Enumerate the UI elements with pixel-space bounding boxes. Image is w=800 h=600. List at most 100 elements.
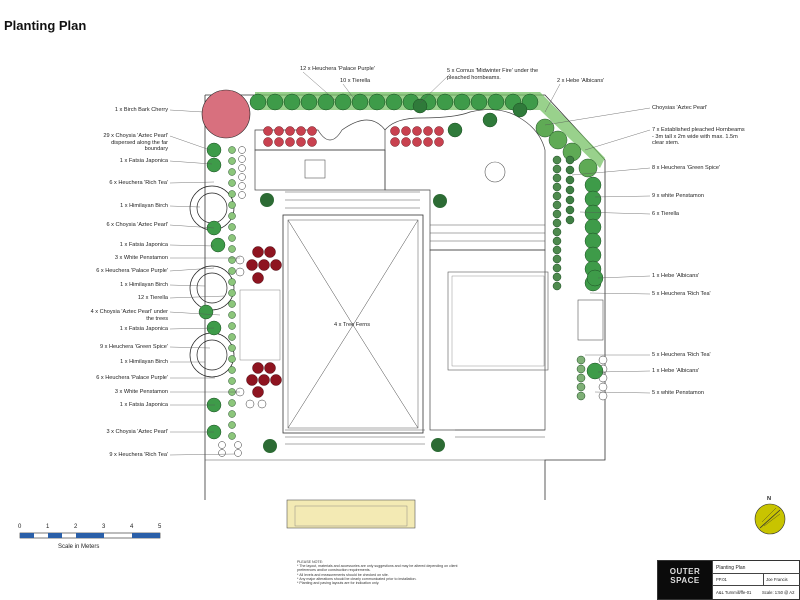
tierella-symbol bbox=[228, 344, 236, 352]
heuchera-symbol bbox=[552, 218, 562, 228]
lower-terrace bbox=[429, 249, 546, 431]
plant-label-left: 9 x Heuchera 'Green Spice' bbox=[99, 344, 168, 350]
drawing-scale: Scale: 1:50 @ A2 bbox=[762, 590, 795, 595]
plant-label-right: 8 x Heuchera 'Green Spice' bbox=[652, 165, 721, 171]
heuchera-rich-tea-symbol bbox=[234, 449, 242, 457]
small-planter bbox=[304, 159, 326, 179]
side-bench bbox=[577, 299, 604, 341]
leader-line bbox=[169, 295, 226, 299]
heuchera-green-spice-symbol bbox=[565, 205, 575, 215]
scale-tick-0: 0 bbox=[18, 524, 22, 530]
heuchera-palace-purple-symbol bbox=[252, 246, 264, 258]
heuchera-palace-purple-symbol bbox=[270, 259, 282, 271]
leader-line bbox=[594, 391, 651, 394]
north-arrow bbox=[754, 503, 786, 535]
plant-label-right: 7 x Established pleached Hornbeams - 3m … bbox=[652, 127, 745, 146]
heuchera-palace-purple-symbol bbox=[252, 386, 264, 398]
heuchera-palace-purple-symbol bbox=[246, 374, 258, 386]
tierella-symbol bbox=[228, 333, 236, 341]
plant-label-left: 1 x Fatsia Japonica bbox=[119, 242, 168, 248]
choysia-symbol bbox=[198, 304, 214, 320]
project-ref: A&L Turnmill/ffe-01 bbox=[716, 590, 752, 595]
choysia-symbol bbox=[317, 93, 335, 111]
hornbeam-symbol bbox=[535, 118, 555, 138]
plant-label-left: 29 x Choysia 'Aztec Pearl' dispersed alo… bbox=[103, 133, 168, 152]
heuchera-symbol bbox=[576, 391, 586, 401]
heuchera-purple-symbol bbox=[285, 126, 295, 136]
leader-line bbox=[169, 311, 221, 316]
heuchera-palace-purple-symbol bbox=[270, 374, 282, 386]
heuchera-rich-tea-symbol bbox=[234, 441, 242, 449]
choysia-symbol bbox=[584, 218, 602, 236]
plant-label-left: 6 x Choysia 'Aztec Pearl' bbox=[106, 222, 168, 228]
heuchera-purple-symbol bbox=[307, 126, 317, 136]
heuchera-purple-symbol bbox=[307, 137, 317, 147]
leader-line bbox=[584, 129, 651, 151]
page-title: Planting Plan bbox=[4, 18, 87, 33]
heuchera-rich-tea-symbol bbox=[238, 155, 246, 163]
plant-label-right: Choysias 'Aztec Pearl' bbox=[652, 105, 708, 111]
choysia-symbol bbox=[283, 93, 301, 111]
leader-line bbox=[169, 224, 215, 229]
plant-label-right: 9 x white Penstamon bbox=[652, 193, 704, 199]
tierella-symbol bbox=[228, 267, 236, 275]
plant-label-right: 1 x Hebe 'Albicans' bbox=[652, 273, 700, 279]
tierella-symbol bbox=[228, 432, 236, 440]
north-label: N bbox=[767, 496, 772, 502]
leader-line bbox=[169, 284, 206, 287]
leader-line bbox=[579, 211, 651, 215]
heuchera-rich-tea-symbol bbox=[238, 146, 246, 154]
choysia-symbol bbox=[368, 93, 386, 111]
choysia-symbol bbox=[453, 93, 471, 111]
plant-label-top: 12 x Heuchera 'Palace Purple' bbox=[300, 66, 375, 72]
birch-bark-cherry bbox=[201, 89, 251, 139]
heuchera-symbol bbox=[552, 236, 562, 246]
notes-line: * Planting and paving layouts are for in… bbox=[297, 581, 380, 586]
leader-line bbox=[169, 181, 215, 184]
heuchera-green-spice-symbol bbox=[565, 215, 575, 225]
heuchera-rich-tea-symbol bbox=[238, 164, 246, 172]
scale-tick-3: 3 bbox=[102, 524, 106, 530]
leader-line bbox=[597, 370, 651, 373]
plant-label-left: 6 x Heuchera 'Rich Tea' bbox=[109, 180, 168, 186]
heuchera-symbol bbox=[552, 263, 562, 273]
heuchera-symbol bbox=[552, 155, 562, 165]
leader-line bbox=[342, 83, 356, 101]
heuchera-symbol bbox=[552, 200, 562, 210]
scale-tick-4: 4 bbox=[130, 524, 134, 530]
plant-label-left: 1 x Fatsia Japonica bbox=[119, 326, 168, 332]
heuchera-rich-tea-symbol bbox=[218, 449, 226, 457]
penstemon-symbol bbox=[257, 399, 267, 409]
penstemon-symbol bbox=[598, 382, 608, 392]
notes-block: PLEASE NOTE: * The layout, materials and… bbox=[297, 560, 477, 585]
leader-line bbox=[169, 346, 211, 349]
plant-label-right: 5 x Heuchera 'Rich Tea' bbox=[652, 291, 711, 297]
label-leader-lines bbox=[169, 71, 651, 456]
tierella-symbol bbox=[228, 377, 236, 385]
heuchera-palace-purple-symbol bbox=[252, 272, 264, 284]
tree-fern-leader-lines bbox=[287, 219, 419, 429]
cornus-symbol bbox=[412, 98, 428, 114]
choysia-symbol bbox=[584, 176, 602, 194]
plant-label-right: 1 x Hebe 'Albicans' bbox=[652, 368, 700, 374]
heuchera-rich-tea-symbol bbox=[218, 441, 226, 449]
plant-label-left: 1 x Birch Bark Cherry bbox=[114, 107, 168, 113]
tierella-symbol bbox=[228, 223, 236, 231]
heuchera-purple-symbol bbox=[390, 137, 400, 147]
title-block: OUTER SPACE Planting Plan PP.01 Joe Fran… bbox=[657, 560, 800, 600]
choysia-symbol bbox=[334, 93, 352, 111]
hebe-symbol bbox=[586, 362, 604, 380]
drawn-by: Joe Francis bbox=[766, 577, 788, 582]
heuchera-symbol bbox=[552, 245, 562, 255]
plant-label-right: 5 x white Penstamon bbox=[652, 390, 704, 396]
penstemon-symbol bbox=[235, 267, 245, 277]
notes-heading: PLEASE NOTE: bbox=[297, 560, 323, 564]
curved-terrace bbox=[384, 109, 546, 251]
choysia-symbol bbox=[584, 190, 602, 208]
heuchera-purple-symbol bbox=[412, 126, 422, 136]
plant-label-left: 9 x Heuchera 'Rich Tea' bbox=[109, 452, 168, 458]
choysia-symbol bbox=[206, 157, 222, 173]
tierella-symbol bbox=[228, 245, 236, 253]
heuchera-purple-symbol bbox=[412, 137, 422, 147]
